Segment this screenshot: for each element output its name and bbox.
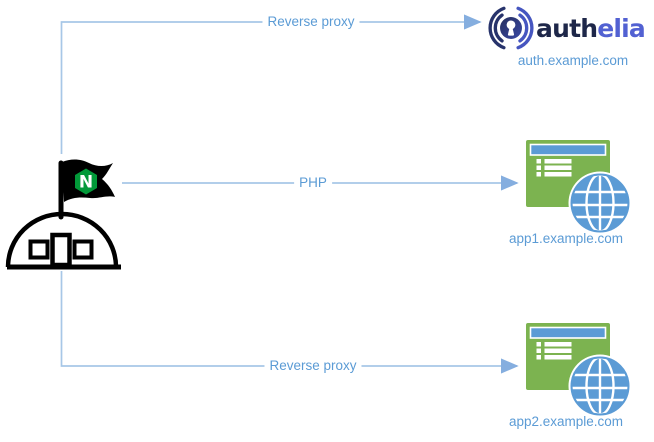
app-title-bar (529, 326, 607, 339)
building-window-right (72, 239, 94, 260)
edge-label-reverse-proxy-top: Reverse proxy (262, 14, 360, 30)
authelia-logo-icon (488, 6, 534, 50)
globe-icon (568, 171, 632, 235)
keyhole-icon (506, 20, 516, 30)
nginx-building-icon: N (5, 159, 121, 270)
globe-icon (568, 354, 632, 418)
edge-label-php: PHP (294, 175, 332, 191)
app1-domain-label: app1.example.com (508, 231, 624, 246)
authelia-domain-label: auth.example.com (517, 53, 629, 68)
app2-domain-label: app2.example.com (508, 414, 624, 429)
nginx-hexagon-icon (75, 168, 97, 195)
web-app-icon-app1 (526, 140, 632, 235)
building-door (50, 232, 72, 268)
connector-nginx-authelia (60, 14, 482, 154)
list-icon (536, 342, 572, 360)
authelia-wordmark: authelia (536, 11, 646, 47)
building-window-left (28, 239, 50, 260)
nginx-flag-letter: N (79, 173, 93, 193)
app-title-bar (529, 143, 607, 156)
connector-nginx-app2 (60, 271, 519, 374)
edge-label-reverse-proxy-bottom: Reverse proxy (264, 358, 362, 374)
list-icon (536, 159, 572, 177)
authelia-wordmark-accent: elia (597, 14, 646, 43)
authelia-wordmark-dark: auth (536, 14, 598, 43)
web-app-icon-app2 (526, 323, 632, 418)
